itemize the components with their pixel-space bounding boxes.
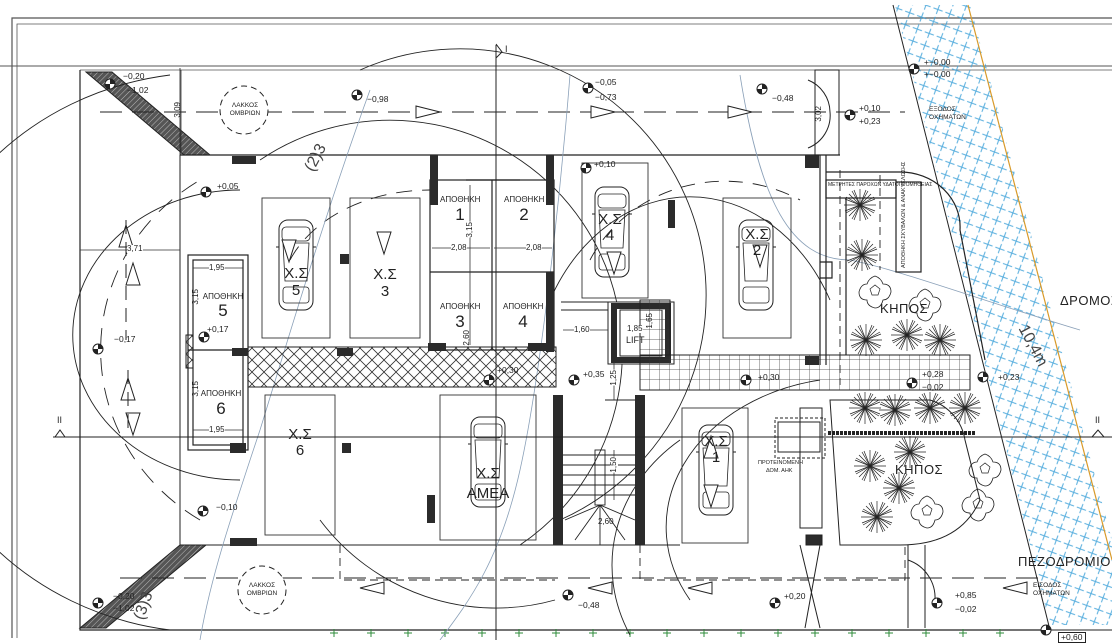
parking-1-prefix: Χ.Σ: [704, 433, 728, 450]
dim-st6-width: 1,95: [209, 425, 225, 434]
parking-2-prefix: Χ.Σ: [745, 226, 769, 243]
level-top-mid-b: −0,73: [595, 92, 617, 102]
level-street-b: +−0,00: [924, 69, 951, 79]
level-entry-a: +0,85: [955, 590, 977, 600]
storage-5-label: ΑΠΟΘΗΚΗ: [202, 292, 244, 301]
level-corner-box: +0,60: [1058, 632, 1086, 643]
garden-label-bottom: ΚΗΠΟΣ: [895, 462, 944, 477]
vehicle-exit-label: ΕΞΟΔΟΣ: [929, 106, 956, 113]
section-marker-ii-right: II: [1095, 415, 1101, 425]
level-nw-a: −0,20: [123, 71, 145, 81]
level-garden-a: +0,28: [922, 369, 944, 379]
parking-4-prefix: Χ.Σ: [598, 211, 622, 228]
dim-st1-width: 2,08: [451, 243, 467, 252]
dim-lift-depth: 1,65: [645, 313, 654, 329]
level-sidewalk: +0,23: [998, 372, 1020, 382]
level-entry-b: −0,02: [955, 604, 977, 614]
storage-1-label: ΑΠΟΘΗΚΗ: [440, 195, 481, 204]
lift-label: LIFT: [626, 335, 645, 345]
vehicle-entry-label: ΕΙΣΟΔΟΣ: [1033, 582, 1062, 589]
level-lower-left: −0,10: [216, 502, 238, 512]
dim-corridor: 1,25: [609, 370, 618, 386]
dim-st5-width: 1,95: [209, 263, 225, 272]
sidewalk-hatch: [892, 4, 1112, 631]
section-marker-ii-left: II: [57, 415, 63, 425]
section-marker-i: I: [505, 44, 508, 54]
garden-paving: [639, 354, 971, 391]
storage-4-label: ΑΠΟΘΗΚΗ: [503, 302, 544, 311]
dim-stair-run: 1,50: [609, 457, 618, 473]
level-sw-b: −1,02: [113, 603, 135, 613]
parking-5-prefix: Χ.Σ: [284, 265, 308, 282]
level-top-ramp: −0,98: [367, 94, 389, 104]
level-storage5-door: +0,17: [207, 324, 229, 334]
sidewalk-label: ΠΕΖΟΔΡΟΜΙΟ: [1018, 554, 1111, 569]
level-garden-b: −0,02: [922, 382, 944, 392]
parking-5-number: 5: [291, 282, 301, 299]
parking-6-number: 6: [295, 442, 305, 459]
level-exit-a: +0,10: [859, 103, 881, 113]
level-left-storage-top: +0,05: [217, 181, 239, 191]
dim-door-260: 2,60: [462, 330, 471, 346]
dim-lift-width: 1,85: [627, 324, 643, 333]
level-lobby: +0,35: [583, 369, 605, 379]
dim-st2-width: 2,08: [526, 243, 542, 252]
storage-3-label: ΑΠΟΘΗΚΗ: [440, 302, 481, 311]
dim-st5-depth: 3,15: [191, 289, 200, 305]
dim-lobby-width: 1,60: [574, 325, 590, 334]
level-space4: +0,10: [594, 159, 616, 169]
storage-6-label: ΑΠΟΘΗΚΗ: [200, 389, 242, 398]
parking-accessible-prefix: Χ.Σ: [476, 465, 500, 482]
level-hatched-corridor: +0,30: [497, 365, 519, 375]
level-sw-a: −0,20: [113, 591, 135, 601]
level-exit-b: +0,23: [859, 116, 881, 126]
storage-4-number: 4: [518, 312, 528, 331]
parking-accessible-label: ΑΜΕΑ: [466, 485, 510, 502]
site-boundary: [79, 70, 1112, 631]
rain-pit-bottom-label: ΛΑΚΚΟΣ: [248, 582, 276, 589]
meters-room-label: ΜΕΤΡΗΤΕΣ ΠΑΡΟΧΩΝ ΥΔΑΤΟΠΡΟΜΗΘΕΙΑΣ: [828, 182, 933, 188]
substation-label-2: ΔΟΜ. ΑΗΚ: [766, 468, 793, 474]
level-garden-path: +0,30: [758, 372, 780, 382]
level-top-mid-a: −0,05: [595, 77, 617, 87]
storage-5-number: 5: [218, 301, 228, 320]
corridor-hatch: [247, 346, 557, 388]
level-bottom-mid: −0,48: [578, 600, 600, 610]
storage-6-number: 6: [216, 399, 226, 418]
parking-3-number: 3: [380, 283, 390, 300]
dim-exit-width: 3,02: [814, 106, 823, 122]
level-street-a: +−0,00: [924, 57, 951, 67]
storage-2-number: 2: [519, 205, 529, 224]
parking-1-number: 1: [711, 449, 721, 466]
level-left-aisle: −0,17: [114, 334, 136, 344]
rain-pit-top-label-2: ΟΜΒΡΙΩΝ: [229, 110, 261, 117]
road-label: ΔΡΟΜΟΣ: [1060, 293, 1112, 308]
rain-pit-bottom-label-2: ΟΜΒΡΙΩΝ: [246, 590, 278, 597]
recycling-storage-label: ΑΠΟΘΗΚΗ ΣΚΥΒΑΛΩΝ & ΑΝΑΚΥΚΛΩΣΗΣ: [901, 161, 907, 268]
vehicle-entry-label-2: ΟΧΗΜΑΤΩΝ: [1033, 590, 1070, 597]
level-nw-b: −1,02: [127, 85, 149, 95]
parking-2-number: 2: [752, 242, 762, 259]
dim-ramp-height: 3,09: [173, 102, 182, 118]
storage-3-number: 3: [455, 312, 465, 331]
substation-label: ΠΡΟΤΕΙΝΟΜΕΝΗ: [758, 460, 803, 466]
level-top-right: −0,48: [772, 93, 794, 103]
parking-6-prefix: Χ.Σ: [288, 426, 312, 443]
vehicle-exit-label-2: ΟΧΗΜΑΤΩΝ: [929, 114, 966, 121]
storage-1-number: 1: [455, 205, 465, 224]
rain-pit-top-label: ΛΑΚΚΟΣ: [231, 102, 259, 109]
dim-left-width: 3,71: [127, 244, 143, 253]
level-bottom-right: +0,20: [784, 591, 806, 601]
storage-2-label: ΑΠΟΘΗΚΗ: [504, 195, 545, 204]
garden-label-top: ΚΗΠΟΣ: [880, 301, 929, 316]
parking-3-prefix: Χ.Σ: [373, 266, 397, 283]
grid-marks: [330, 629, 1004, 637]
parking-4-number: 4: [605, 227, 615, 244]
dim-stair-width: 2,60: [598, 517, 614, 526]
dim-st12-depth: 3,15: [465, 222, 474, 238]
dim-st6-depth: 3,15: [191, 381, 200, 397]
